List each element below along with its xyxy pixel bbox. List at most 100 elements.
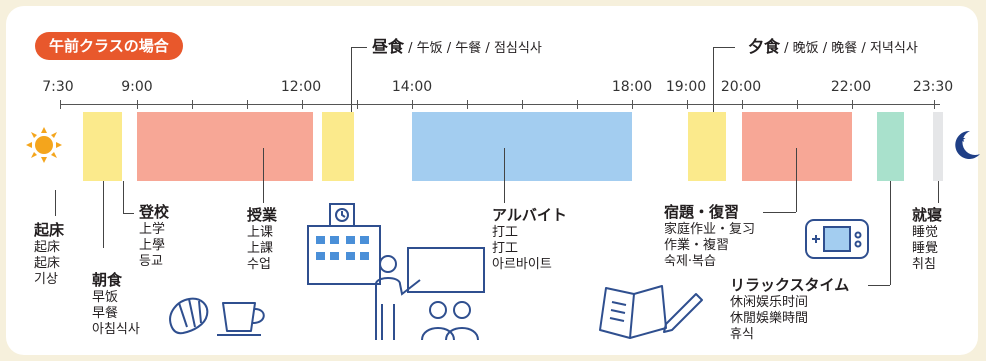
- homework-label: 宿題・復習 家庭作业・复习 作業・複習 숙제·복습: [664, 203, 755, 270]
- time-label: 23:30: [912, 79, 954, 95]
- time-label: 18:00: [611, 79, 653, 95]
- breakfast-connector: [103, 181, 104, 248]
- dinner-connector-h: [713, 47, 735, 48]
- parttime-connector: [504, 148, 505, 203]
- wakeup-label: 起床 起床 起床 기상: [34, 221, 64, 288]
- wakeup-title: 起床: [34, 221, 65, 239]
- relax-label: リラックスタイム 休闲娱乐时间 休閒娛樂時間 휴식: [730, 276, 849, 343]
- commute-zh-cn: 上学: [139, 222, 166, 237]
- parttime-label: アルバイト 打工 打工 아르바이트: [492, 206, 567, 273]
- commute-label: 登校 上学 上學 등교: [139, 203, 169, 270]
- class-ko: 수업: [247, 257, 271, 272]
- timeline-axis: [60, 104, 940, 105]
- class-zh-cn: 上课: [247, 225, 274, 240]
- axis-tick: [687, 100, 688, 109]
- sleep-label: 就寝 睡觉 睡覺 취침: [912, 206, 942, 273]
- homework-block: [742, 112, 852, 181]
- axis-tick: [577, 100, 578, 109]
- parttime-block: [412, 112, 632, 181]
- lunch-block: [322, 112, 354, 181]
- notebook-pencil-icon: [599, 285, 703, 339]
- class-block: [137, 112, 313, 181]
- time-label: 9:00: [121, 79, 153, 95]
- class-title: 授業: [247, 206, 278, 224]
- croissant-cup-icon: [169, 297, 265, 336]
- relax-block: [877, 112, 904, 181]
- time-label: 12:00: [280, 79, 322, 95]
- breakfast-label: 朝食 早饭 早餐 아침식사: [92, 271, 140, 338]
- wakeup-zh-tw: 起床: [34, 256, 61, 271]
- teacher-students-icon: [375, 247, 485, 341]
- relax-ko: 휴식: [730, 327, 754, 342]
- time-label: 19:00: [665, 79, 707, 95]
- parttime-ko: 아르바이트: [492, 257, 552, 272]
- time-label: 22:00: [830, 79, 872, 95]
- breakfast-title: 朝食: [92, 271, 123, 289]
- lunch-title: 昼食: [372, 37, 405, 56]
- homework-title: 宿題・復習: [664, 203, 740, 221]
- sleep-ko: 취침: [912, 257, 936, 272]
- class-zh-tw: 上課: [247, 241, 274, 256]
- axis-tick: [852, 100, 853, 109]
- class-label: 授業 上课 上課 수업: [247, 206, 277, 273]
- commute-title: 登校: [139, 203, 170, 221]
- homework-zh-cn: 家庭作业・复习: [664, 222, 756, 237]
- relax-connector: [890, 181, 891, 285]
- dinner-connector: [713, 47, 714, 112]
- sleep-zh-tw: 睡覺: [912, 241, 939, 256]
- time-label: 14:00: [391, 79, 433, 95]
- parttime-zh-tw: 打工: [492, 241, 519, 256]
- relax-title: リラックスタイム: [730, 276, 850, 294]
- lunch-translations: / 午饭 / 午餐 / 점심식사: [404, 41, 542, 56]
- axis-tick: [632, 100, 633, 109]
- axis-tick: [302, 100, 303, 109]
- commute-zh-tw: 上學: [139, 238, 166, 253]
- sleep-zh-cn: 睡觉: [912, 225, 939, 240]
- time-label: 20:00: [720, 79, 762, 95]
- relax-connector-h: [868, 285, 890, 286]
- relax-zh-tw: 休閒娛樂時間: [730, 311, 809, 326]
- lunch-connector: [351, 47, 352, 112]
- commute-connector-h: [123, 213, 134, 214]
- axis-tick: [247, 100, 248, 109]
- homework-connector: [796, 148, 797, 212]
- class-connector: [263, 148, 264, 203]
- breakfast-zh-cn: 早饭: [92, 290, 119, 305]
- axis-tick: [192, 100, 193, 109]
- relax-zh-cn: 休闲娱乐时间: [730, 295, 809, 310]
- dinner-block: [688, 112, 726, 181]
- axis-tick: [467, 100, 468, 109]
- axis-tick: [412, 100, 413, 109]
- dinner-title: 夕食: [748, 37, 781, 56]
- axis-tick: [797, 100, 798, 109]
- lunch-header: 昼食 / 午饭 / 午餐 / 점심식사: [372, 39, 542, 57]
- sleep-block: [933, 112, 943, 181]
- parttime-title: アルバイト: [492, 206, 567, 224]
- school-building-icon: [307, 203, 381, 285]
- axis-tick: [60, 100, 61, 109]
- commute-connector: [123, 181, 124, 213]
- axis-tick: [522, 100, 523, 109]
- homework-connector-h: [763, 212, 796, 213]
- svg-text:★: ★: [958, 135, 966, 145]
- homework-zh-tw: 作業・複習: [664, 238, 730, 253]
- parttime-zh-cn: 打工: [492, 225, 519, 240]
- time-label: 7:30: [42, 79, 74, 95]
- commute-ko: 등교: [139, 254, 163, 269]
- wakeup-connector: [55, 190, 56, 216]
- lunch-connector-h: [351, 47, 367, 48]
- game-console-icon: [805, 219, 869, 259]
- wakeup-zh-cn: 起床: [34, 240, 61, 255]
- morning-class-badge: 午前クラスの場合: [35, 32, 183, 60]
- dinner-header: 夕食 / 晚饭 / 晚餐 / 저녁식사: [748, 39, 918, 57]
- axis-tick: [934, 100, 935, 109]
- moon-icon: ★: [955, 130, 980, 159]
- sleep-title: 就寝: [912, 206, 943, 224]
- breakfast-ko: 아침식사: [92, 322, 140, 337]
- dinner-translations: / 晚饭 / 晚餐 / 저녁식사: [780, 41, 918, 56]
- axis-tick: [742, 100, 743, 109]
- wakeup-ko: 기상: [34, 272, 58, 287]
- homework-ko: 숙제·복습: [664, 254, 716, 269]
- axis-tick: [137, 100, 138, 109]
- axis-tick: [357, 100, 358, 109]
